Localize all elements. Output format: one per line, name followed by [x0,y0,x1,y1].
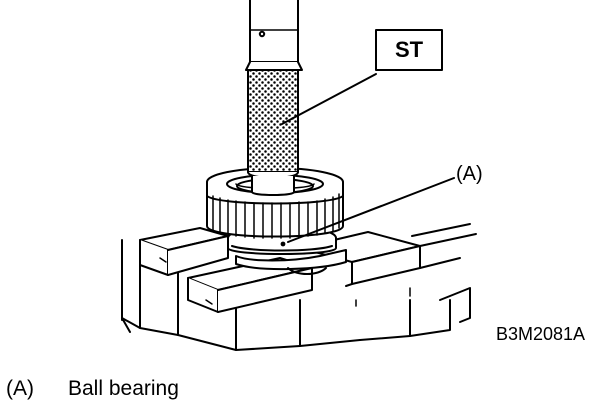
support-plate [235,249,347,275]
special-tool-st [245,0,303,196]
figure-code: B3M2081A [496,324,585,344]
caption: (A) Ball bearing [6,376,179,402]
st-callout-label: ST [395,37,424,62]
caption-text: Ball bearing [68,377,179,400]
a-callout-label: (A) [456,163,483,185]
a-leader-line [287,177,455,243]
st-leader-line [281,73,377,125]
rail-lines [121,239,471,333]
bearing-point [280,241,286,247]
st-label-box [375,29,443,71]
caption-key: (A) [6,377,34,400]
